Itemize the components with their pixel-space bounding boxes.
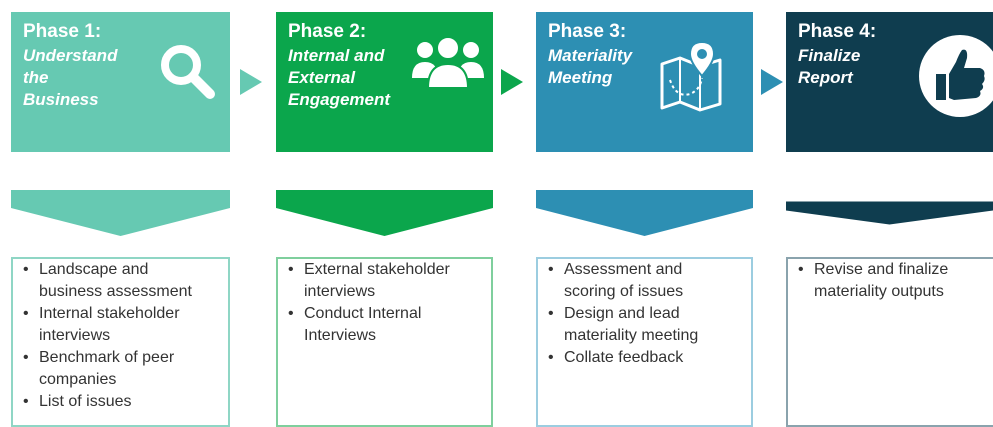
people-group-icon bbox=[412, 36, 484, 89]
magnifier-icon bbox=[161, 45, 215, 99]
phase-4-title-line: Report bbox=[798, 68, 853, 87]
phase-2-number: Phase 2: bbox=[288, 21, 367, 42]
phase-3-block: Phase 3: Materiality Meeting bbox=[536, 12, 753, 152]
phase-2-title-line: Internal and bbox=[288, 46, 385, 65]
flow-arrow-3 bbox=[761, 69, 783, 95]
phase-1-title-line: the bbox=[23, 68, 49, 87]
phase-1-block: Phase 1: Understand the Business bbox=[11, 12, 230, 152]
map-pin-icon bbox=[660, 40, 722, 112]
phase-1-title-line: Business bbox=[23, 90, 99, 109]
phase-1-chevron bbox=[11, 190, 230, 236]
phase-3-title: Materiality Meeting bbox=[548, 45, 698, 89]
phase-2-title: Internal and External Engagement bbox=[288, 45, 438, 111]
phase-2-title-line: Engagement bbox=[288, 90, 391, 109]
phase-1-number: Phase 1: bbox=[23, 21, 102, 42]
phase-3-number: Phase 3: bbox=[548, 21, 627, 42]
flow-arrow-2 bbox=[501, 69, 523, 95]
phase-2-chevron bbox=[276, 190, 493, 236]
phase-1-title: Understand the Business bbox=[23, 45, 173, 111]
phase-1-title-line: Understand bbox=[23, 46, 118, 65]
phase-4-title-line: Finalize bbox=[798, 46, 861, 65]
phase-4-number: Phase 4: bbox=[798, 21, 877, 42]
thumbs-up-icon bbox=[919, 35, 993, 117]
phase-4-chevron bbox=[786, 201, 993, 225]
phase-3-title-line: Materiality bbox=[548, 46, 633, 65]
phase-4-block: Phase 4: Finalize Report bbox=[786, 12, 993, 152]
phase-3-chevron bbox=[536, 190, 753, 236]
phase-4-title: Finalize Report bbox=[798, 45, 948, 89]
list-item: List of issues bbox=[23, 391, 228, 413]
phase-3-title-line: Meeting bbox=[548, 68, 613, 87]
flow-arrow-1 bbox=[240, 69, 262, 95]
phase-2-block: Phase 2: Internal and External Engagemen… bbox=[276, 12, 493, 152]
list-item: Collate feedback bbox=[548, 347, 751, 369]
phase-2-title-line: External bbox=[288, 68, 356, 87]
